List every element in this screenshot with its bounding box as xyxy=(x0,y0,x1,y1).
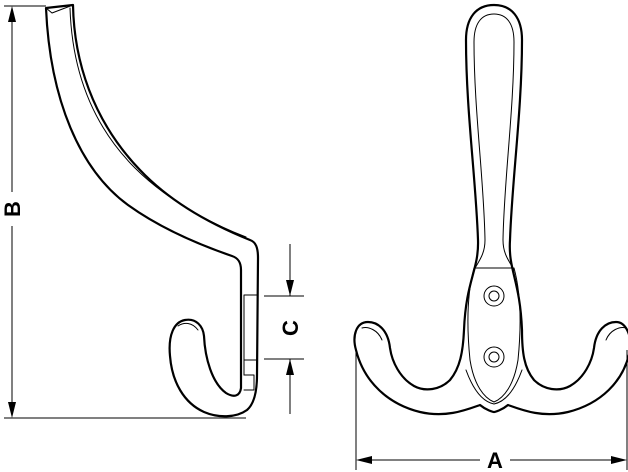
side-view-base-plate xyxy=(243,294,258,376)
side-view-arm-inner-line xyxy=(69,7,247,238)
hook-front-view xyxy=(353,3,628,416)
front-view-mounting-plate xyxy=(467,267,521,403)
dimension-a: A xyxy=(355,350,628,472)
side-view-hook-inner xyxy=(177,322,199,331)
front-view-upper-screw-hole-outer xyxy=(483,285,505,307)
dimension-b-arrow-top xyxy=(8,6,16,22)
front-view-lower-screw-hole-outer xyxy=(483,346,505,368)
dimension-b-label: B xyxy=(0,201,25,217)
dimension-b: B xyxy=(0,5,246,419)
dimension-c-label: C xyxy=(278,320,303,336)
front-view-right-hook-inner xyxy=(605,327,627,341)
dimension-a-arrow-left xyxy=(356,456,372,464)
side-view-screw xyxy=(243,374,255,391)
dimension-b-arrow-bottom xyxy=(8,402,16,418)
dimension-c: C xyxy=(264,244,304,414)
front-view-lower-screw-hole-inner xyxy=(488,351,500,363)
side-view-top-edge xyxy=(45,4,74,14)
front-view-outline xyxy=(353,3,628,416)
dimension-a-label: A xyxy=(487,448,503,472)
front-view-upper-screw-hole-inner xyxy=(488,290,500,302)
side-view-arm-outline xyxy=(44,3,260,418)
front-view-center-joint xyxy=(465,369,523,405)
front-view-left-hook-inner xyxy=(361,327,383,341)
hook-side-view xyxy=(44,3,260,418)
dimension-a-arrow-right xyxy=(611,456,627,464)
front-view-inner-contour xyxy=(473,13,515,271)
dimension-c-arrow-bottom xyxy=(286,359,294,375)
dimension-c-arrow-top xyxy=(286,280,294,296)
